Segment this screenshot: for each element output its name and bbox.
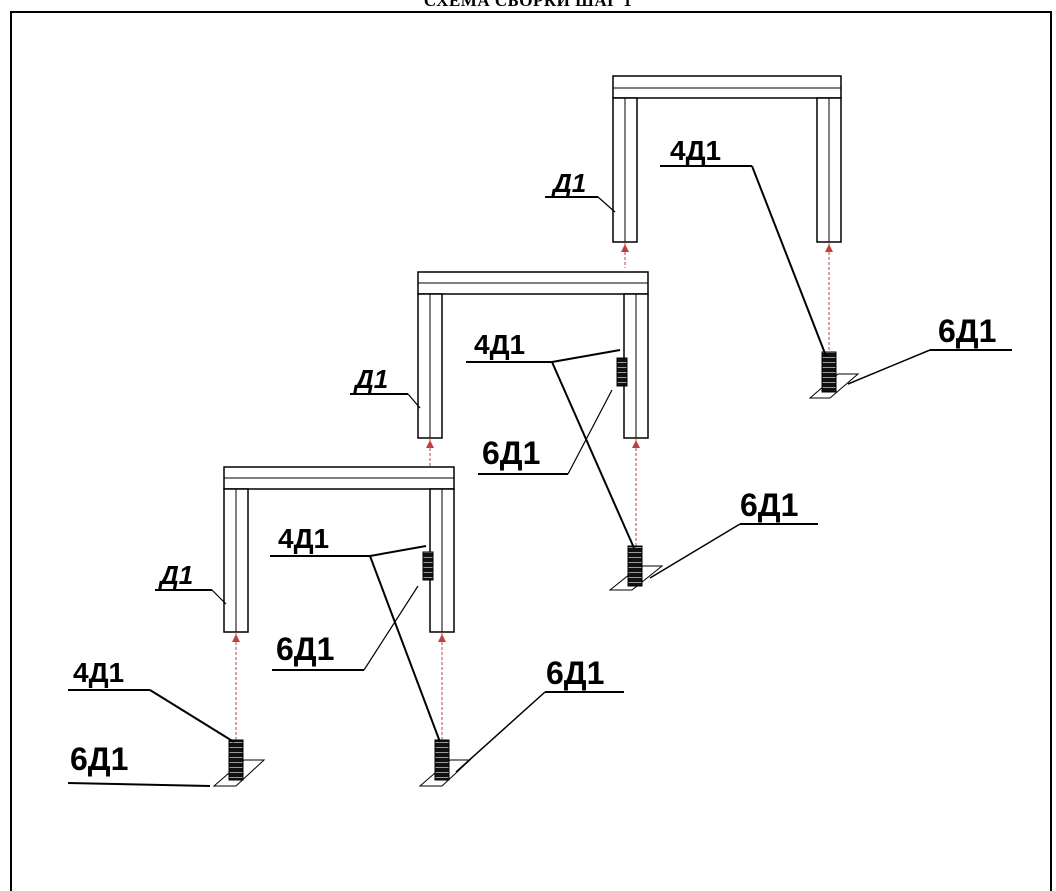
frame-middle	[417, 271, 649, 439]
label-4d1-bottom: 4Д1	[278, 523, 329, 554]
label-4d1-middle: 4Д1	[474, 329, 525, 360]
foot-middle	[608, 545, 664, 591]
foot-top	[808, 351, 860, 399]
label-4d1-bottom-left: 4Д1	[73, 657, 124, 688]
labels-frame-middle	[350, 349, 818, 579]
label-6d1-top: 6Д1	[938, 313, 996, 349]
page-title: СХЕМА СБОРКИ ШАГ 1	[423, 0, 633, 10]
labels-frame-bottom	[67, 545, 624, 787]
label-6d1-bottom-right: 6Д1	[546, 655, 604, 691]
label-6d1-middle: 6Д1	[740, 487, 798, 523]
label-d1-bottom: Д1	[158, 560, 193, 590]
label-6d1-middle-inner: 6Д1	[482, 435, 540, 471]
frame-bottom	[223, 466, 455, 633]
label-d1-middle: Д1	[353, 364, 388, 394]
frame-top-rail	[612, 75, 842, 99]
label-6d1-bottom-inner: 6Д1	[276, 631, 334, 667]
labels-frame-top	[545, 165, 1012, 385]
label-4d1-top: 4Д1	[670, 135, 721, 166]
label-6d1-bottom-left: 6Д1	[70, 741, 128, 777]
drawing-frame	[10, 11, 1052, 891]
label-d1-top: Д1	[551, 168, 586, 198]
frame-top	[612, 75, 842, 243]
foot-bottom-left	[212, 739, 266, 787]
foot-bottom-right	[418, 739, 472, 787]
